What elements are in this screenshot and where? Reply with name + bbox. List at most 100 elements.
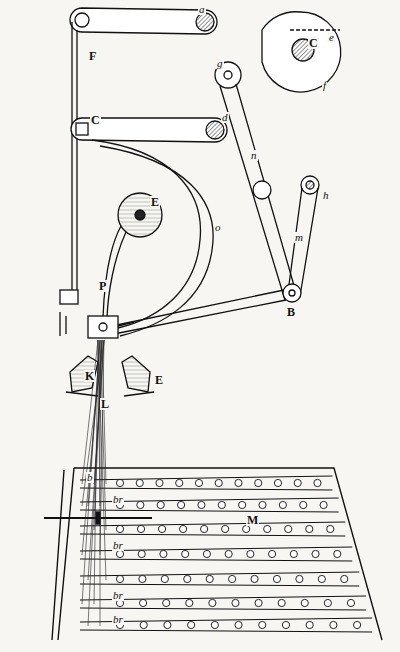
bobbin bbox=[222, 525, 229, 532]
part-letter: e bbox=[328, 32, 335, 43]
bobbin bbox=[116, 525, 123, 532]
thread bbox=[82, 340, 104, 506]
bobbin bbox=[139, 599, 146, 606]
part-letter: br bbox=[112, 614, 124, 625]
bobbin bbox=[161, 575, 168, 582]
bobbin bbox=[247, 550, 254, 557]
bobbin bbox=[163, 599, 170, 606]
part-letter: n bbox=[250, 150, 258, 161]
bobbin-shelf bbox=[80, 522, 345, 536]
bobbin bbox=[218, 501, 225, 508]
bobbin bbox=[157, 501, 164, 508]
bobbin bbox=[324, 599, 331, 606]
part-letter: K bbox=[84, 370, 95, 382]
bobbin-shelf bbox=[80, 618, 372, 632]
bobbin bbox=[215, 479, 222, 486]
bobbin-shelf bbox=[80, 572, 359, 586]
bobbin bbox=[259, 621, 266, 628]
part-letter: br bbox=[112, 540, 124, 551]
bobbin bbox=[334, 550, 341, 557]
bobbin bbox=[278, 599, 285, 606]
bobbin bbox=[353, 621, 360, 628]
bobbin bbox=[294, 479, 301, 486]
bobbin bbox=[137, 525, 144, 532]
bobbin bbox=[198, 501, 205, 508]
bobbin bbox=[312, 550, 319, 557]
part-letter: a bbox=[198, 4, 206, 15]
bobbin bbox=[296, 575, 303, 582]
bobbin bbox=[301, 599, 308, 606]
bobbin bbox=[306, 525, 313, 532]
bobbin bbox=[206, 575, 213, 582]
thread bbox=[88, 340, 102, 626]
bobbin bbox=[116, 550, 123, 557]
bobbin bbox=[179, 525, 186, 532]
part-letter: h bbox=[322, 190, 330, 201]
part-letter: C bbox=[308, 37, 319, 49]
bobbin bbox=[184, 575, 191, 582]
bobbin bbox=[201, 525, 208, 532]
bobbin bbox=[268, 550, 275, 557]
bobbin bbox=[158, 525, 165, 532]
bobbin bbox=[279, 501, 286, 508]
bobbin bbox=[138, 550, 145, 557]
bobbin bbox=[273, 575, 280, 582]
bobbin bbox=[239, 501, 246, 508]
part-letter: b bbox=[86, 472, 94, 483]
part-letter: P bbox=[98, 280, 107, 292]
bobbin bbox=[182, 550, 189, 557]
bobbin bbox=[341, 575, 348, 582]
bobbin bbox=[164, 621, 171, 628]
bobbin-shelf bbox=[80, 476, 332, 490]
part-letter: d bbox=[221, 112, 229, 123]
bobbin bbox=[137, 501, 144, 508]
bobbin bbox=[314, 479, 321, 486]
part-letter: br bbox=[112, 590, 124, 601]
bobbin bbox=[259, 501, 266, 508]
bobbin bbox=[203, 550, 210, 557]
bobbin bbox=[139, 575, 146, 582]
bobbin bbox=[330, 621, 337, 628]
bobbin bbox=[235, 621, 242, 628]
bobbin bbox=[243, 525, 250, 532]
bobbin bbox=[285, 525, 292, 532]
bobbin bbox=[140, 621, 147, 628]
bobbin bbox=[232, 599, 239, 606]
bobbin bbox=[211, 621, 218, 628]
thread bbox=[100, 340, 101, 626]
bobbin bbox=[188, 621, 195, 628]
part-letter: C bbox=[90, 114, 101, 126]
bobbin bbox=[251, 575, 258, 582]
bobbin bbox=[290, 550, 297, 557]
part-letter: E bbox=[154, 374, 164, 386]
bobbin bbox=[186, 599, 193, 606]
bobbin bbox=[116, 575, 123, 582]
bobbin bbox=[177, 501, 184, 508]
bobbin bbox=[209, 599, 216, 606]
bobbin bbox=[136, 479, 143, 486]
bobbin bbox=[195, 479, 202, 486]
bobbin bbox=[274, 479, 281, 486]
part-letter: g bbox=[216, 58, 224, 69]
bobbin bbox=[264, 525, 271, 532]
bobbin bbox=[255, 599, 262, 606]
bobbin bbox=[160, 550, 167, 557]
bobbin bbox=[229, 575, 236, 582]
part-letter: br bbox=[112, 494, 124, 505]
thread bbox=[100, 340, 106, 530]
part-letter: E bbox=[150, 196, 160, 208]
part-letter: L bbox=[100, 398, 110, 410]
bobbin bbox=[116, 479, 123, 486]
part-letter: m bbox=[294, 232, 304, 243]
bobbin bbox=[156, 479, 163, 486]
part-letter: o bbox=[214, 222, 222, 233]
bobbin bbox=[306, 621, 313, 628]
bobbin bbox=[327, 525, 334, 532]
part-letter: f bbox=[322, 80, 327, 91]
thread bbox=[102, 340, 106, 484]
bobbin bbox=[320, 501, 327, 508]
bobbin bbox=[318, 575, 325, 582]
part-letter: B bbox=[286, 306, 296, 318]
